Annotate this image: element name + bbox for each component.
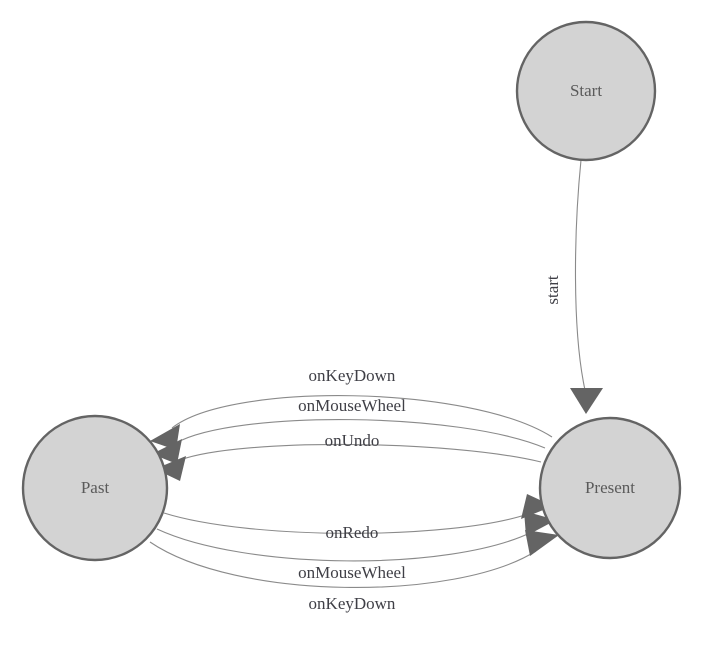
edge-past-to-present-3-path — [149, 541, 537, 589]
arrowhead-into-past-2 — [152, 439, 182, 464]
edge-present-to-past-2-path — [175, 419, 546, 449]
edge-label-present-past-onundo: onUndo — [325, 431, 380, 450]
edge-label-present-past-onmousewheel: onMouseWheel — [298, 396, 406, 415]
edge-start-to-present[interactable]: start — [543, 159, 603, 414]
node-present-circle — [538, 416, 682, 560]
edge-present-to-past-onundo[interactable]: onUndo — [155, 431, 542, 481]
node-past-circle — [21, 414, 169, 562]
edge-start-to-present-path — [574, 159, 586, 391]
edge-past-to-present-1-path — [163, 512, 529, 534]
arrowhead-into-present-2 — [524, 511, 556, 536]
edge-present-to-past-3-path — [179, 443, 542, 463]
edge-label-past-present-onredo: onRedo — [326, 523, 379, 542]
arrowhead-into-past-3 — [155, 456, 186, 481]
arrowhead-into-past-1 — [150, 424, 180, 450]
arrowhead-into-present-3 — [525, 530, 559, 556]
edge-past-to-present-onredo[interactable]: onRedo — [163, 494, 553, 542]
node-start-label: Start — [570, 81, 602, 100]
node-present-label: Present — [585, 478, 635, 497]
edge-past-to-present-2-path — [156, 528, 533, 562]
edge-present-to-past-1-path — [171, 395, 553, 438]
node-start-circle — [515, 20, 657, 162]
edge-label-present-past-onkeydown: onKeyDown — [309, 366, 396, 385]
node-present[interactable]: Present — [538, 416, 682, 560]
arrowhead-into-present-top — [570, 388, 603, 414]
edge-label-start: start — [543, 275, 562, 305]
edge-present-to-past-onkeydown[interactable]: onKeyDown — [150, 366, 553, 450]
edge-past-to-present-onkeydown[interactable]: onKeyDown — [149, 530, 559, 613]
edge-past-to-present-onmousewheel[interactable]: onMouseWheel — [156, 511, 556, 582]
node-past[interactable]: Past — [21, 414, 169, 562]
edge-label-past-present-onkeydown: onKeyDown — [309, 594, 396, 613]
edge-label-past-present-onmousewheel: onMouseWheel — [298, 563, 406, 582]
node-past-label: Past — [81, 478, 110, 497]
edge-present-to-past-onmousewheel[interactable]: onMouseWheel — [152, 396, 546, 464]
node-start[interactable]: Start — [515, 20, 657, 162]
